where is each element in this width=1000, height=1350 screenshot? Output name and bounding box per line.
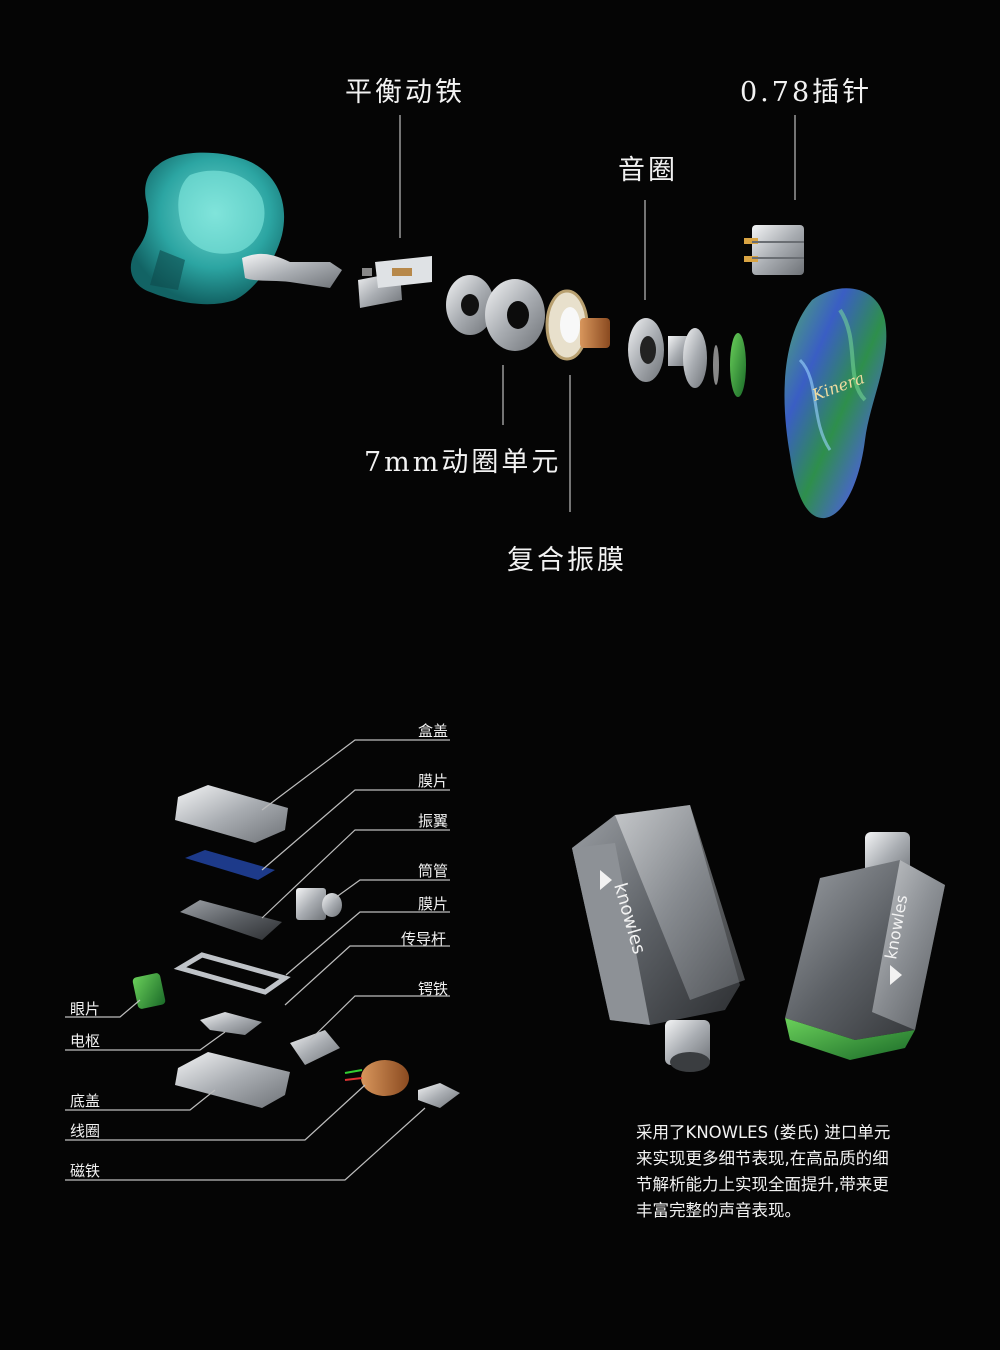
abalone-faceplate: Kinera <box>784 288 887 519</box>
coil-part <box>344 1060 409 1096</box>
frame-part <box>173 952 291 995</box>
bottom-cover-part <box>175 1052 290 1108</box>
knowles-unit-right: knowles <box>785 832 945 1060</box>
caption-line: 采用了KNOWLES (娄氏) 进口单元 <box>636 1123 891 1142</box>
label-balanced-armature: 平衡动铁 <box>345 77 465 108</box>
diaphragm-part <box>185 850 275 880</box>
label-armature: 电枢 <box>70 1032 101 1050</box>
armature-unit <box>358 256 432 308</box>
pin-connector <box>744 225 804 275</box>
knowles-unit-left: knowles <box>572 805 745 1072</box>
label-voice-coil: 音圈 <box>618 155 678 186</box>
label-pin: 0.78插针 <box>740 77 873 108</box>
diaphragm <box>545 289 610 361</box>
label-coil: 线圈 <box>70 1122 101 1140</box>
label-magnet: 磁铁 <box>70 1162 101 1180</box>
caption-line: 丰富完整的声音表现。 <box>636 1201 801 1220</box>
armature-parts <box>132 785 460 1108</box>
caption-line: 来实现更多细节表现,在高品质的细 <box>636 1149 889 1168</box>
wing-part <box>180 900 282 940</box>
label-yoke: 锷铁 <box>418 980 449 998</box>
voice-coil-assembly <box>628 318 746 397</box>
label-box-cover: 盒盖 <box>418 722 449 740</box>
box-cover-part <box>175 785 288 843</box>
teal-shell <box>130 152 342 305</box>
armature-leader-lines <box>65 739 450 1181</box>
magnet-ring <box>485 279 545 351</box>
armature-part <box>200 1012 262 1035</box>
label-tube: 筒管 <box>418 862 449 880</box>
yoke-part <box>290 1030 340 1065</box>
front-ring <box>446 275 494 335</box>
label-vibrating-wing: 振翼 <box>418 812 449 830</box>
eyelet-part <box>132 973 166 1009</box>
tube-part <box>296 888 342 920</box>
label-diaphragm-2: 膜片 <box>418 895 449 913</box>
label-composite-diaphragm: 复合振膜 <box>507 545 627 576</box>
label-drive-rod: 传导杆 <box>401 930 447 948</box>
label-dynamic-unit: 7mm动圈单元 <box>364 447 562 478</box>
top-leader-lines <box>399 115 796 512</box>
magnet-part <box>418 1083 460 1108</box>
knowles-caption: 采用了KNOWLES (娄氏) 进口单元 来实现更多细节表现,在高品质的细 节解… <box>636 1120 936 1224</box>
caption-line: 节解析能力上实现全面提升,带来更 <box>636 1175 889 1194</box>
label-eyelet: 眼片 <box>70 1000 101 1018</box>
label-diaphragm-1: 膜片 <box>418 772 449 790</box>
label-bottom-cover: 底盖 <box>70 1092 101 1110</box>
